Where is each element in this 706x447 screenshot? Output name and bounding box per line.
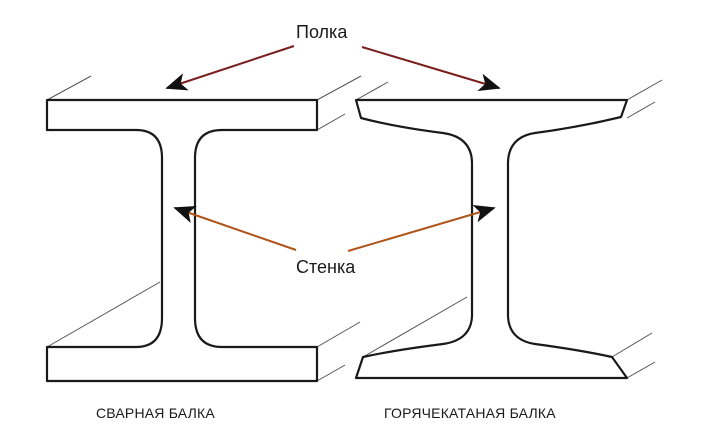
flange-arrow-right	[361, 46, 501, 91]
welded-beam-outline	[45, 98, 319, 383]
welded-beam-caption: СВАРНАЯ БАЛКА	[96, 405, 215, 421]
rolled-beam	[354, 79, 663, 380]
rolled-beam-caption: ГОРЯЧЕКАТАНАЯ БАЛКА	[384, 405, 556, 421]
flange-label: Полка	[296, 22, 348, 42]
web-arrows	[173, 204, 496, 252]
flange-arrows	[165, 45, 501, 91]
welded-beam-depth-lines	[46, 75, 362, 382]
rolled-beam-outline	[354, 98, 629, 380]
rolled-beam-depth-lines	[355, 79, 663, 379]
welded-beam	[45, 75, 362, 383]
web-arrow-right	[347, 204, 496, 252]
web-arrow-left	[173, 205, 297, 251]
web-label: Стенка	[296, 257, 356, 277]
flange-arrow-left	[165, 45, 295, 91]
